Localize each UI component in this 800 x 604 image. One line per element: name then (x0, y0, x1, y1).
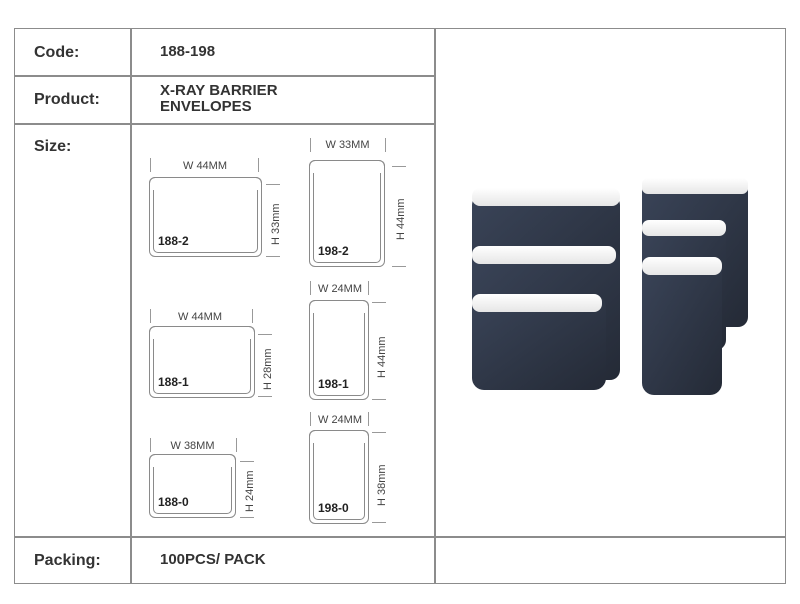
envelope-body (313, 313, 365, 396)
width-label-188-1: W 44MM (178, 311, 222, 323)
envelope-198-0: 198-0 (308, 429, 370, 524)
height-tick-bottom (372, 522, 386, 523)
packing-label: Packing: (34, 552, 101, 569)
envelope-flap (308, 299, 370, 312)
height-tick-top (372, 302, 386, 303)
height-label-198-2: H 44mm (395, 198, 407, 240)
divider-product-row (14, 123, 435, 125)
code-value: 188-198 (160, 43, 216, 60)
height-tick-bottom (392, 266, 406, 267)
envelope-198-1: 198-1 (308, 299, 370, 400)
height-label-188-1: H 28mm (262, 348, 274, 390)
envelope-body (313, 443, 365, 520)
width-tick-left (150, 158, 151, 172)
size-label: Size: (34, 138, 72, 155)
envelope-tall-front (642, 257, 722, 395)
height-tick-bottom (258, 396, 272, 397)
envelope-188-0: 188-0 (148, 453, 237, 518)
envelope-code: 188-2 (158, 234, 189, 248)
spec-sheet (14, 28, 786, 584)
envelope-code: 188-1 (158, 375, 189, 389)
width-tick-left (310, 412, 311, 426)
envelope-body (153, 467, 232, 514)
width-tick-left (310, 138, 311, 152)
height-tick-top (266, 184, 280, 185)
width-label-198-1: W 24MM (318, 283, 362, 295)
envelope-flap (308, 159, 386, 172)
envelope-body (153, 190, 258, 253)
divider-code-row (14, 75, 435, 77)
envelope-198-2: 198-2 (308, 159, 386, 267)
width-tick-left (150, 309, 151, 323)
height-tick-top (258, 334, 272, 335)
product-value-line1: X-RAY BARRIER (160, 82, 278, 99)
envelope-flap (148, 176, 263, 189)
height-label-198-1: H 44mm (376, 336, 388, 378)
envelope-flap (148, 325, 256, 338)
height-tick-top (372, 432, 386, 433)
width-tick-left (150, 438, 151, 452)
width-label-198-0: W 24MM (318, 414, 362, 426)
height-label-198-0: H 38mm (376, 464, 388, 506)
divider-packing-row (14, 536, 786, 538)
envelope-body (313, 173, 381, 263)
product-label: Product: (34, 91, 100, 108)
envelope-188-1: 188-1 (148, 325, 256, 398)
height-label-188-0: H 24mm (244, 470, 256, 512)
envelope-flap (148, 453, 237, 466)
code-label: Code: (34, 44, 80, 61)
envelope-body (153, 339, 251, 394)
product-value-line2: ENVELOPES (160, 98, 252, 115)
width-tick-right (252, 309, 253, 323)
packing-value: 100PCS/ PACK (160, 551, 266, 568)
envelope-code: 198-1 (318, 377, 349, 391)
envelope-flap (308, 429, 370, 442)
width-tick-right (368, 412, 369, 426)
envelope-large-front (472, 294, 606, 390)
height-tick-bottom (240, 517, 254, 518)
divider-label-column (130, 28, 132, 584)
width-label-188-0: W 38MM (170, 440, 215, 452)
width-tick-left (310, 281, 311, 295)
height-tick-bottom (266, 256, 280, 257)
envelope-code: 198-2 (318, 244, 349, 258)
product-photo (472, 178, 748, 395)
width-tick-right (385, 138, 386, 152)
height-label-188-2: H 33mm (270, 203, 282, 245)
height-tick-bottom (372, 399, 386, 400)
envelope-code: 198-0 (318, 501, 349, 515)
height-tick-top (392, 166, 406, 167)
width-tick-right (368, 281, 369, 295)
width-label-198-2: W 33MM (325, 139, 370, 151)
width-tick-right (258, 158, 259, 172)
envelope-188-2: 188-2 (148, 176, 263, 257)
envelope-code: 188-0 (158, 495, 189, 509)
divider-image-column (434, 28, 436, 584)
height-tick-top (240, 461, 254, 462)
width-tick-right (236, 438, 237, 452)
width-label-188-2: W 44MM (183, 160, 227, 172)
